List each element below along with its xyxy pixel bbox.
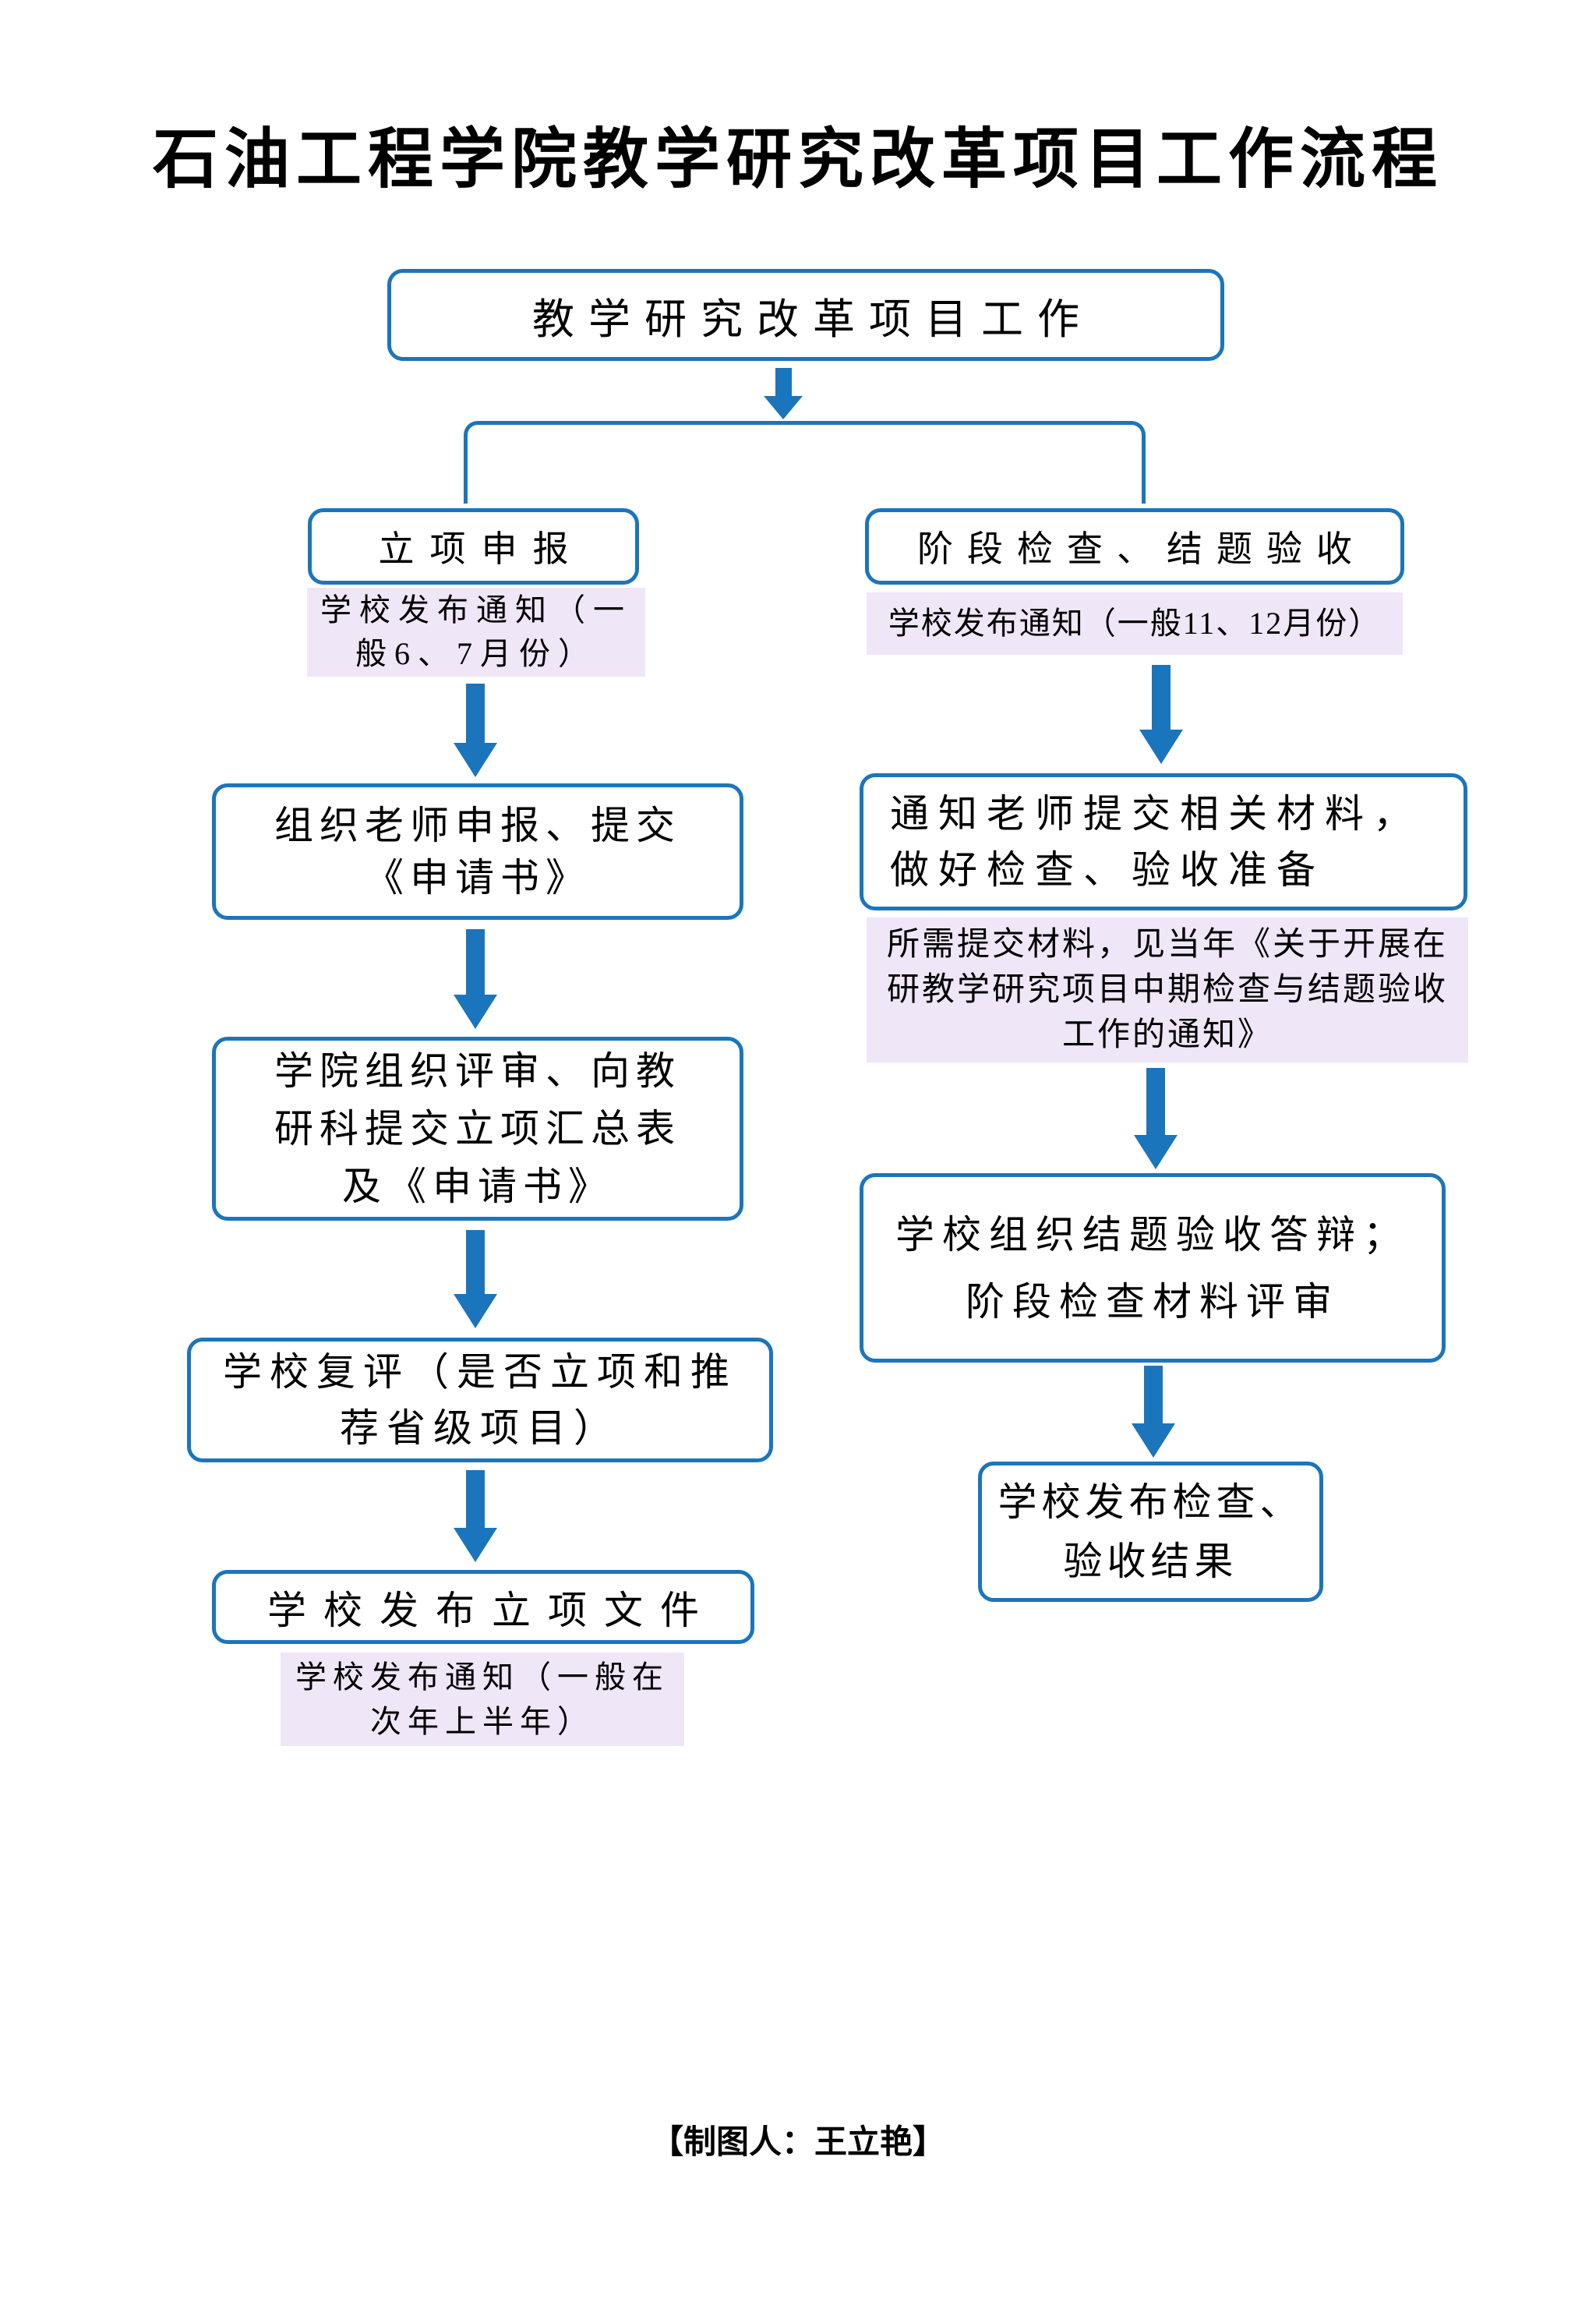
- left-step-apply-box: 组织老师申报、提交 《申请书》: [212, 783, 743, 920]
- right-down-arrow-3-icon: [1132, 1366, 1175, 1458]
- left-down-arrow-1-icon: [454, 684, 497, 777]
- left-down-arrow-4-icon: [454, 1470, 497, 1562]
- arrow-shaft: [466, 929, 485, 995]
- left-note-schedule: 学校发布通知（一 般6、7月份）: [307, 588, 645, 677]
- left-branch-header-box: 立项申报: [308, 508, 639, 585]
- arrow-head: [454, 1528, 497, 1562]
- arrow-head: [454, 1294, 497, 1328]
- page-title: 石油工程学院教学研究改革项目工作流程: [152, 122, 1443, 196]
- arrow-shaft: [466, 1470, 485, 1528]
- root-box-label: 教学研究改革项目工作: [532, 295, 1093, 343]
- arrow-head: [454, 995, 497, 1029]
- left-down-arrow-2-icon: [454, 929, 497, 1029]
- right-down-arrow-1-icon: [1139, 665, 1183, 764]
- left-step-publish-box: 学校发布立项文件: [212, 1570, 754, 1644]
- arrow-head: [1134, 1135, 1178, 1169]
- right-step-notify-box: 通知老师提交相关材料， 做好检查、验收准备: [860, 773, 1467, 910]
- root-box: 教学研究改革项目工作: [387, 269, 1224, 361]
- arrow-shaft: [1152, 665, 1171, 730]
- arrow-head: [1139, 730, 1183, 764]
- right-branch-header-box: 阶段检查、结题验收: [865, 508, 1404, 585]
- left-branch-header-label: 立项申报: [378, 529, 584, 569]
- left-step-review-box: 学院组织评审、向教 研科提交立项汇总表 及《申请书》: [212, 1037, 743, 1221]
- arrow-head: [1132, 1423, 1175, 1458]
- arrow-shaft: [1144, 1366, 1163, 1423]
- arrow-shaft: [466, 684, 485, 743]
- arrow-shaft: [1146, 1068, 1165, 1135]
- left-step-reeval-box: 学校复评（是否立项和推 荐省级项目）: [187, 1338, 773, 1462]
- footer-credit: 【制图人：王立艳】: [650, 2123, 945, 2160]
- arrow-head: [454, 743, 497, 777]
- right-branch-header-label: 阶段检查、结题验收: [917, 529, 1366, 569]
- right-down-arrow-2-icon: [1134, 1068, 1178, 1169]
- right-note-schedule: 学校发布通知（一般11、12月份）: [867, 592, 1403, 655]
- branch-split-bracket: [464, 421, 1146, 504]
- right-step-results-box: 学校发布检查、 验收结果: [978, 1462, 1323, 1602]
- right-note-materials: 所需提交材料，见当年《关于开展在 研教学研究项目中期检查与结题验收 工作的通知》: [867, 917, 1468, 1062]
- arrow-shaft: [775, 368, 792, 396]
- left-down-arrow-3-icon: [454, 1230, 497, 1328]
- arrow-head: [764, 396, 803, 419]
- right-step-defense-box: 学校组织结题验收答辩； 阶段检查材料评审: [860, 1173, 1446, 1363]
- left-note-publish-schedule: 学校发布通知（一般在 次年上半年）: [281, 1653, 684, 1746]
- arrow-shaft: [466, 1230, 485, 1294]
- root-down-arrow-icon: [764, 368, 803, 419]
